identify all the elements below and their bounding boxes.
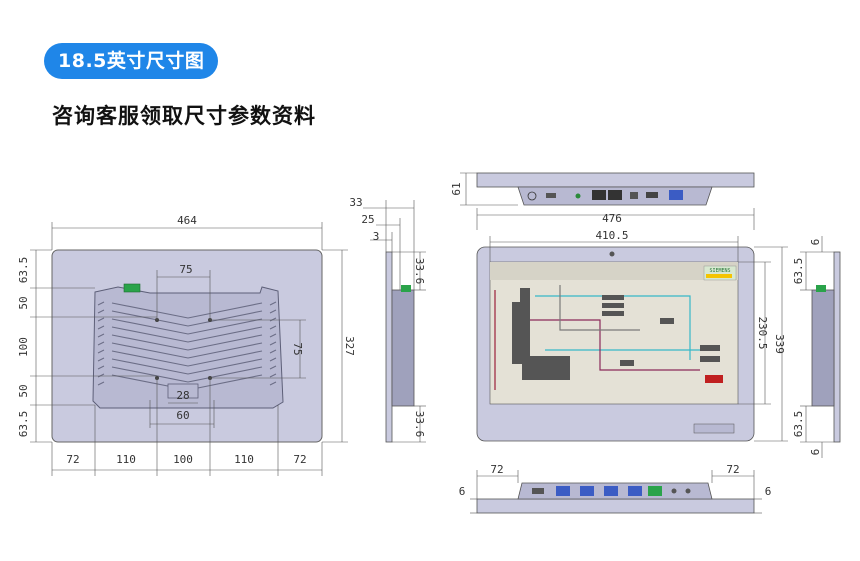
back-bottom-dim-5: 72 (293, 453, 306, 466)
front-width-outer: 476 (602, 212, 622, 225)
back-bottom-dim-2: 110 (116, 453, 136, 466)
hmi-screen (489, 261, 739, 405)
right-dim-2: 63.5 (792, 258, 805, 285)
side-dim-2: 25 (361, 213, 374, 226)
power-button-icon (527, 191, 537, 201)
side-dim-4: 33.6 (413, 258, 426, 285)
right-view: 6 63.5 63.5 6 (792, 236, 841, 458)
back-inner-dim-4: 60 (176, 409, 189, 422)
side-view: 33 25 3 33.6 33.6 (349, 196, 426, 443)
back-inner-dim-2: 75 (291, 342, 304, 355)
top-depth-label: 61 (450, 182, 463, 195)
back-left-dim-2: 50 (17, 296, 30, 309)
bottom-dim-3: 6 (459, 485, 466, 498)
back-left-dim-3: 100 (17, 337, 30, 357)
front-height-inner: 230.5 (756, 316, 769, 349)
right-dim-3: 63.5 (792, 411, 805, 438)
side-dim-1: 33 (349, 196, 362, 209)
back-left-dim-1: 63.5 (17, 257, 30, 284)
siemens-logo: SIEMENS (709, 268, 730, 274)
top-view: 61 476 (450, 172, 755, 230)
front-view: SIEMENS (476, 229, 788, 442)
back-inner-dim-1: 75 (179, 263, 192, 276)
back-height-label: 327 (343, 336, 356, 356)
right-dim-1: 6 (809, 239, 822, 246)
back-view: 464 327 63.5 50 100 50 63.5 72 110 100 1… (17, 214, 356, 476)
back-inner-dim-3: 28 (176, 389, 189, 402)
bottom-view: 72 72 6 6 (459, 463, 772, 514)
back-bottom-dim-3: 100 (173, 453, 193, 466)
power-terminal-icon (123, 283, 141, 293)
side-dim-5: 33.6 (413, 411, 426, 438)
bottom-dim-2: 72 (726, 463, 739, 476)
page-subtitle: 咨询客服领取尺寸参数资料 (52, 104, 316, 128)
back-left-dim-4: 50 (17, 384, 30, 397)
bottom-dim-1: 72 (490, 463, 503, 476)
side-dim-3: 3 (373, 230, 380, 243)
back-left-dim-5: 63.5 (17, 411, 30, 438)
right-dim-4: 6 (809, 449, 822, 456)
back-width-label: 464 (177, 214, 197, 227)
bottom-dim-4: 6 (765, 485, 772, 498)
back-bottom-dim-1: 72 (66, 453, 79, 466)
back-bottom-dim-4: 110 (234, 453, 254, 466)
front-height-outer: 339 (773, 334, 786, 354)
front-width-inner: 410.5 (595, 229, 628, 242)
size-badge: 18.5英寸尺寸图 (44, 43, 219, 79)
